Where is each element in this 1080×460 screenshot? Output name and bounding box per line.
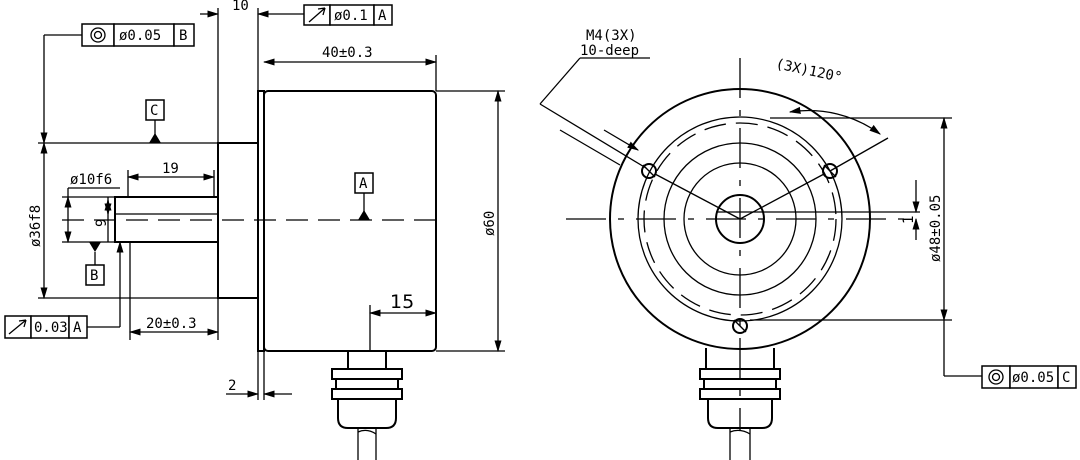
cable-gland-front	[699, 348, 781, 460]
svg-text:B: B	[90, 268, 98, 284]
datum-b: B	[85, 242, 105, 286]
dim-pcd: ø48±0.05	[928, 195, 944, 262]
dim-9: 9	[94, 219, 110, 227]
svg-text:ø0.05: ø0.05	[1012, 370, 1054, 386]
fcf-concentric-b: ø0.05 B	[81, 23, 195, 47]
dim-o36f8: ø36f8	[28, 205, 44, 247]
svg-text:A: A	[73, 320, 82, 336]
side-view: 10 ø0.1 A 40±0.3 ø60 A C	[4, 0, 505, 460]
cable-gland	[331, 350, 403, 460]
front-view: M4(3X) 10-deep (3X)120° ø48±0.05 1 ø0.05…	[539, 28, 1077, 460]
fcf-runout-left: 0.03 A	[4, 315, 88, 339]
runout-icon	[308, 7, 326, 23]
svg-text:C: C	[150, 103, 158, 119]
datum-a: A	[354, 172, 374, 220]
svg-text:0.03: 0.03	[34, 320, 68, 336]
shaft-end	[715, 194, 765, 244]
dim-10: 10	[232, 0, 249, 14]
dim-o60: ø60	[482, 211, 498, 236]
dim-2: 2	[228, 378, 236, 394]
svg-text:ø0.05: ø0.05	[119, 28, 161, 44]
mounting-hole	[732, 318, 748, 334]
dim-20: 20±0.3	[146, 316, 197, 332]
fcf-concentric-c: ø0.05 C	[981, 365, 1077, 389]
concentricity-icon	[90, 27, 106, 43]
datum-c: C	[145, 99, 165, 143]
dim-19: 19	[162, 161, 179, 177]
svg-text:ø0.1: ø0.1	[334, 8, 368, 24]
outer-housing	[609, 88, 871, 350]
svg-text:C: C	[1062, 370, 1070, 386]
dim-1: 1	[901, 216, 917, 224]
concentricity-icon	[988, 369, 1004, 385]
dim-15: 15	[390, 291, 414, 313]
angle-120: (3X)120°	[774, 56, 843, 86]
note-m4: M4(3X)	[586, 28, 637, 44]
dim-40: 40±0.3	[322, 45, 373, 61]
fcf-runout-top: ø0.1 A	[303, 4, 393, 26]
dim-o10f6: ø10f6	[70, 172, 112, 188]
svg-text:A: A	[359, 176, 368, 192]
svg-text:B: B	[179, 28, 187, 44]
note-deep: 10-deep	[580, 43, 639, 59]
runout-icon	[8, 319, 27, 335]
svg-text:A: A	[378, 8, 387, 24]
